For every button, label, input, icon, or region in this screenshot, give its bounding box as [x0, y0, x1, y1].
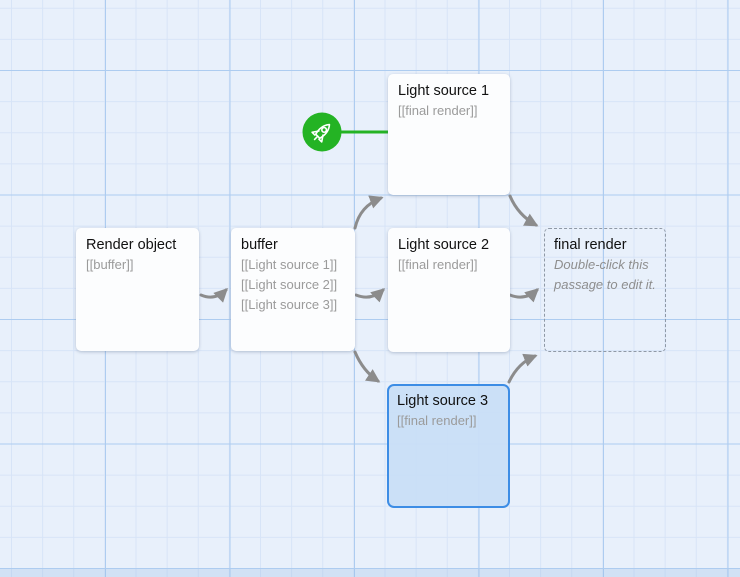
- link-arrow-render-object-to-buffer: [199, 288, 228, 303]
- passage-excerpt: [[buffer]]: [86, 257, 134, 272]
- passage-title: Light source 2: [398, 237, 490, 253]
- passage-buffer[interactable]: buffer [[Light source 1]] [[Light source…: [231, 228, 355, 351]
- passage-title: Light source 1: [398, 83, 490, 99]
- passage-render-object[interactable]: Render object [[buffer]]: [76, 228, 199, 351]
- passage-title: Light source 3: [397, 393, 489, 409]
- passage-title: final render: [554, 237, 627, 253]
- link-arrow-light-source-3-to-final-render: [507, 353, 538, 384]
- canvas-bottom-strip: [0, 569, 740, 577]
- passage-excerpt: [[Light source 1]] [[Light source 2]] [[…: [241, 257, 338, 312]
- link-arrow-light-source-2-to-final-render: [508, 288, 540, 303]
- passage-light-source-3[interactable]: Light source 3 [[final render]]: [387, 384, 510, 508]
- passage-excerpt: [[final render]]: [398, 257, 478, 272]
- passage-final-render[interactable]: final render Double-click this passage t…: [544, 228, 666, 352]
- link-arrow-buffer-to-light-source-3: [353, 350, 381, 383]
- passage-title: buffer: [241, 237, 278, 253]
- start-indicator: [302, 112, 389, 152]
- passage-excerpt: Double-click this passage to edit it.: [554, 257, 656, 292]
- passage-excerpt: [[final render]]: [398, 103, 478, 118]
- link-arrow-light-source-1-to-final-render: [508, 194, 539, 227]
- link-arrow-buffer-to-light-source-1: [353, 195, 384, 230]
- passage-light-source-1[interactable]: Light source 1 [[final render]]: [388, 74, 510, 195]
- passage-excerpt: [[final render]]: [397, 413, 477, 428]
- passage-title: Render object: [86, 237, 177, 253]
- rocket-icon: [311, 123, 331, 143]
- link-arrow-buffer-to-light-source-2: [354, 288, 386, 303]
- passage-light-source-2[interactable]: Light source 2 [[final render]]: [388, 228, 510, 352]
